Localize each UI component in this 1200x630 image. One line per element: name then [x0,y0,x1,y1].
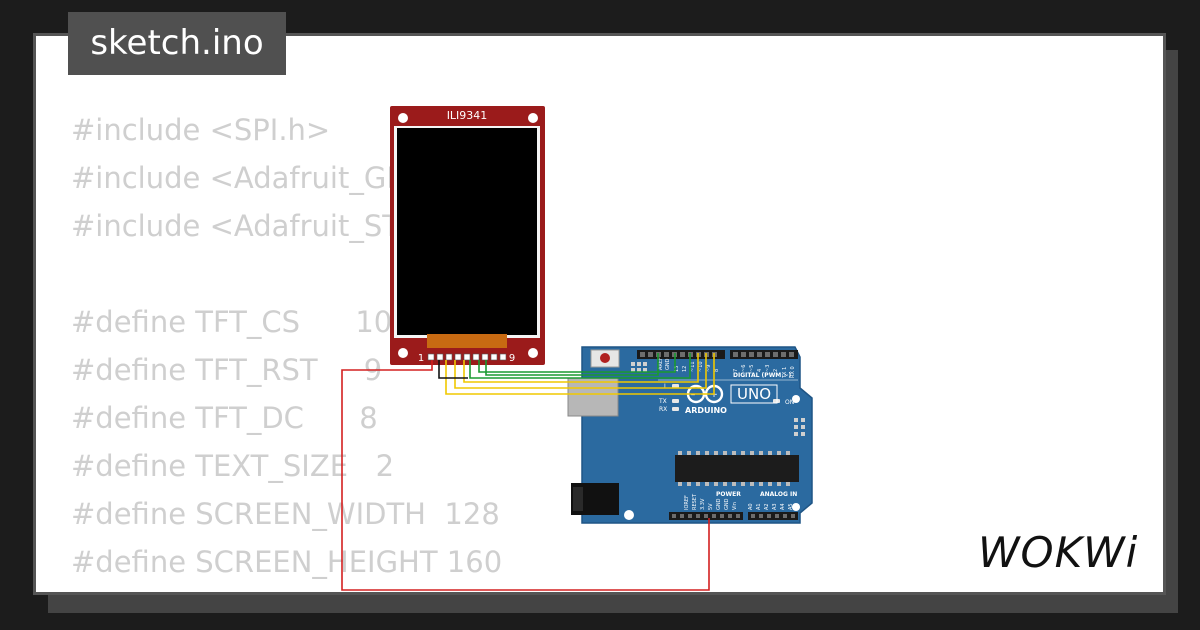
wire-green-3[interactable] [469,353,691,379]
code-line: #define TEXT_SIZE 2 [71,449,395,483]
svg-text:8: 8 [714,369,720,372]
svg-text:A1: A1 [756,503,762,510]
analog-header [748,512,798,520]
wokwi-logo-text: WOKWi [978,528,1138,577]
code-line: #define TFT_CS 10 [71,305,393,339]
svg-text:~6: ~6 [741,365,747,372]
wire-green-2[interactable] [478,353,676,373]
svg-text:GND: GND [716,498,722,510]
gnd-pin-label: GND [665,358,671,370]
l-led-label: L [664,383,668,390]
analog-pin-labels: A0 A1 A2 A3 A4 A5 [748,503,794,510]
aref-pin-label: AREF [658,357,664,370]
svg-text:TX 1: TX 1 [782,367,788,379]
svg-text:5V: 5V [708,503,714,510]
svg-text:~5: ~5 [749,365,755,372]
svg-text:RESET: RESET [692,493,698,510]
svg-text:7: 7 [733,369,739,372]
code-line: #define TFT_RST 9 [71,353,383,387]
arduino-model-label: UNO [737,385,771,403]
display-label: ILI9341 [447,109,488,122]
arduino-brand-label: ARDUINO [685,406,727,415]
tx-led [672,399,679,403]
tx-led-label: TX [658,398,667,405]
analog-header-title: ANALOG IN [760,491,797,498]
svg-text:Vin: Vin [732,502,738,510]
arduino-uno-board[interactable]: AREF GND 13 12 ~11 ~10 ~9 8 7 ~6 ~5 4 ~3… [567,346,813,524]
display-pin-label-first: 1 [418,353,424,364]
svg-text:+: + [710,390,718,400]
digital-header-title: DIGITAL (PWM ~) [733,372,791,379]
usb-connector [567,377,619,417]
display-pin-label-last: 9 [509,353,515,364]
digital-pin-labels: 13 12 ~11 ~10 ~9 8 7 ~6 ~5 4 ~3 2 TX 1 R… [674,361,796,379]
rx-led-label: RX [659,406,667,413]
wire-green-1[interactable] [485,353,659,376]
svg-text:13: 13 [674,366,680,372]
svg-text:4: 4 [757,369,763,372]
power-header-title: POWER [716,491,741,498]
wire-yellow-3[interactable] [445,353,715,395]
wires [341,353,715,591]
icsp-header [631,362,647,372]
svg-text:3.3V: 3.3V [700,498,706,510]
wire-yellow-1[interactable] [463,353,699,383]
code-line: #define SCREEN_WIDTH 128 [71,497,500,531]
icsp2-header [794,418,805,436]
svg-text:~9: ~9 [706,365,712,372]
on-led-label: ON [785,399,794,406]
code-line: #define TFT_DC 8 [71,401,378,435]
svg-text:~3: ~3 [765,365,771,372]
rx-led [672,407,679,411]
l-led [672,384,679,388]
wire-black-gnd[interactable] [438,360,468,379]
svg-text:A0: A0 [748,503,754,510]
wire-yellow-2[interactable] [454,353,707,389]
svg-text:A2: A2 [764,503,770,510]
display-flex-cable [427,334,507,348]
svg-text:12: 12 [682,366,688,372]
svg-text:~10: ~10 [698,361,704,372]
svg-text:A3: A3 [772,503,778,510]
sketch-title-tab[interactable]: sketch.ino [68,12,286,75]
svg-text:IOREF: IOREF [684,495,690,510]
atmega-chip [675,455,799,482]
reset-button-cap [600,353,610,363]
preview-card: #include <SPI.h>#include <Adafruit_GFX.h… [33,33,1166,595]
wire-red-vcc[interactable] [341,360,710,591]
code-line: #include <SPI.h> [71,113,331,147]
svg-text:GND: GND [724,498,730,510]
wokwi-logo: WOKWi [978,528,1138,577]
digital-header-low [730,350,798,359]
svg-text:–: – [691,390,696,400]
svg-text:A4: A4 [780,503,786,510]
svg-text:2: 2 [773,369,779,372]
code-line: #define SCREEN_HEIGHT 160 [71,545,503,579]
display-pin-header [427,353,507,361]
power-pin-labels: IOREF RESET 3.3V 5V GND GND Vin [684,493,738,510]
svg-text:~11: ~11 [690,361,696,372]
svg-text:A5: A5 [788,503,794,510]
ili9341-display[interactable]: ILI9341 1 9 [390,106,545,365]
svg-text:RX 0: RX 0 [790,366,796,378]
display-screen [397,128,537,335]
